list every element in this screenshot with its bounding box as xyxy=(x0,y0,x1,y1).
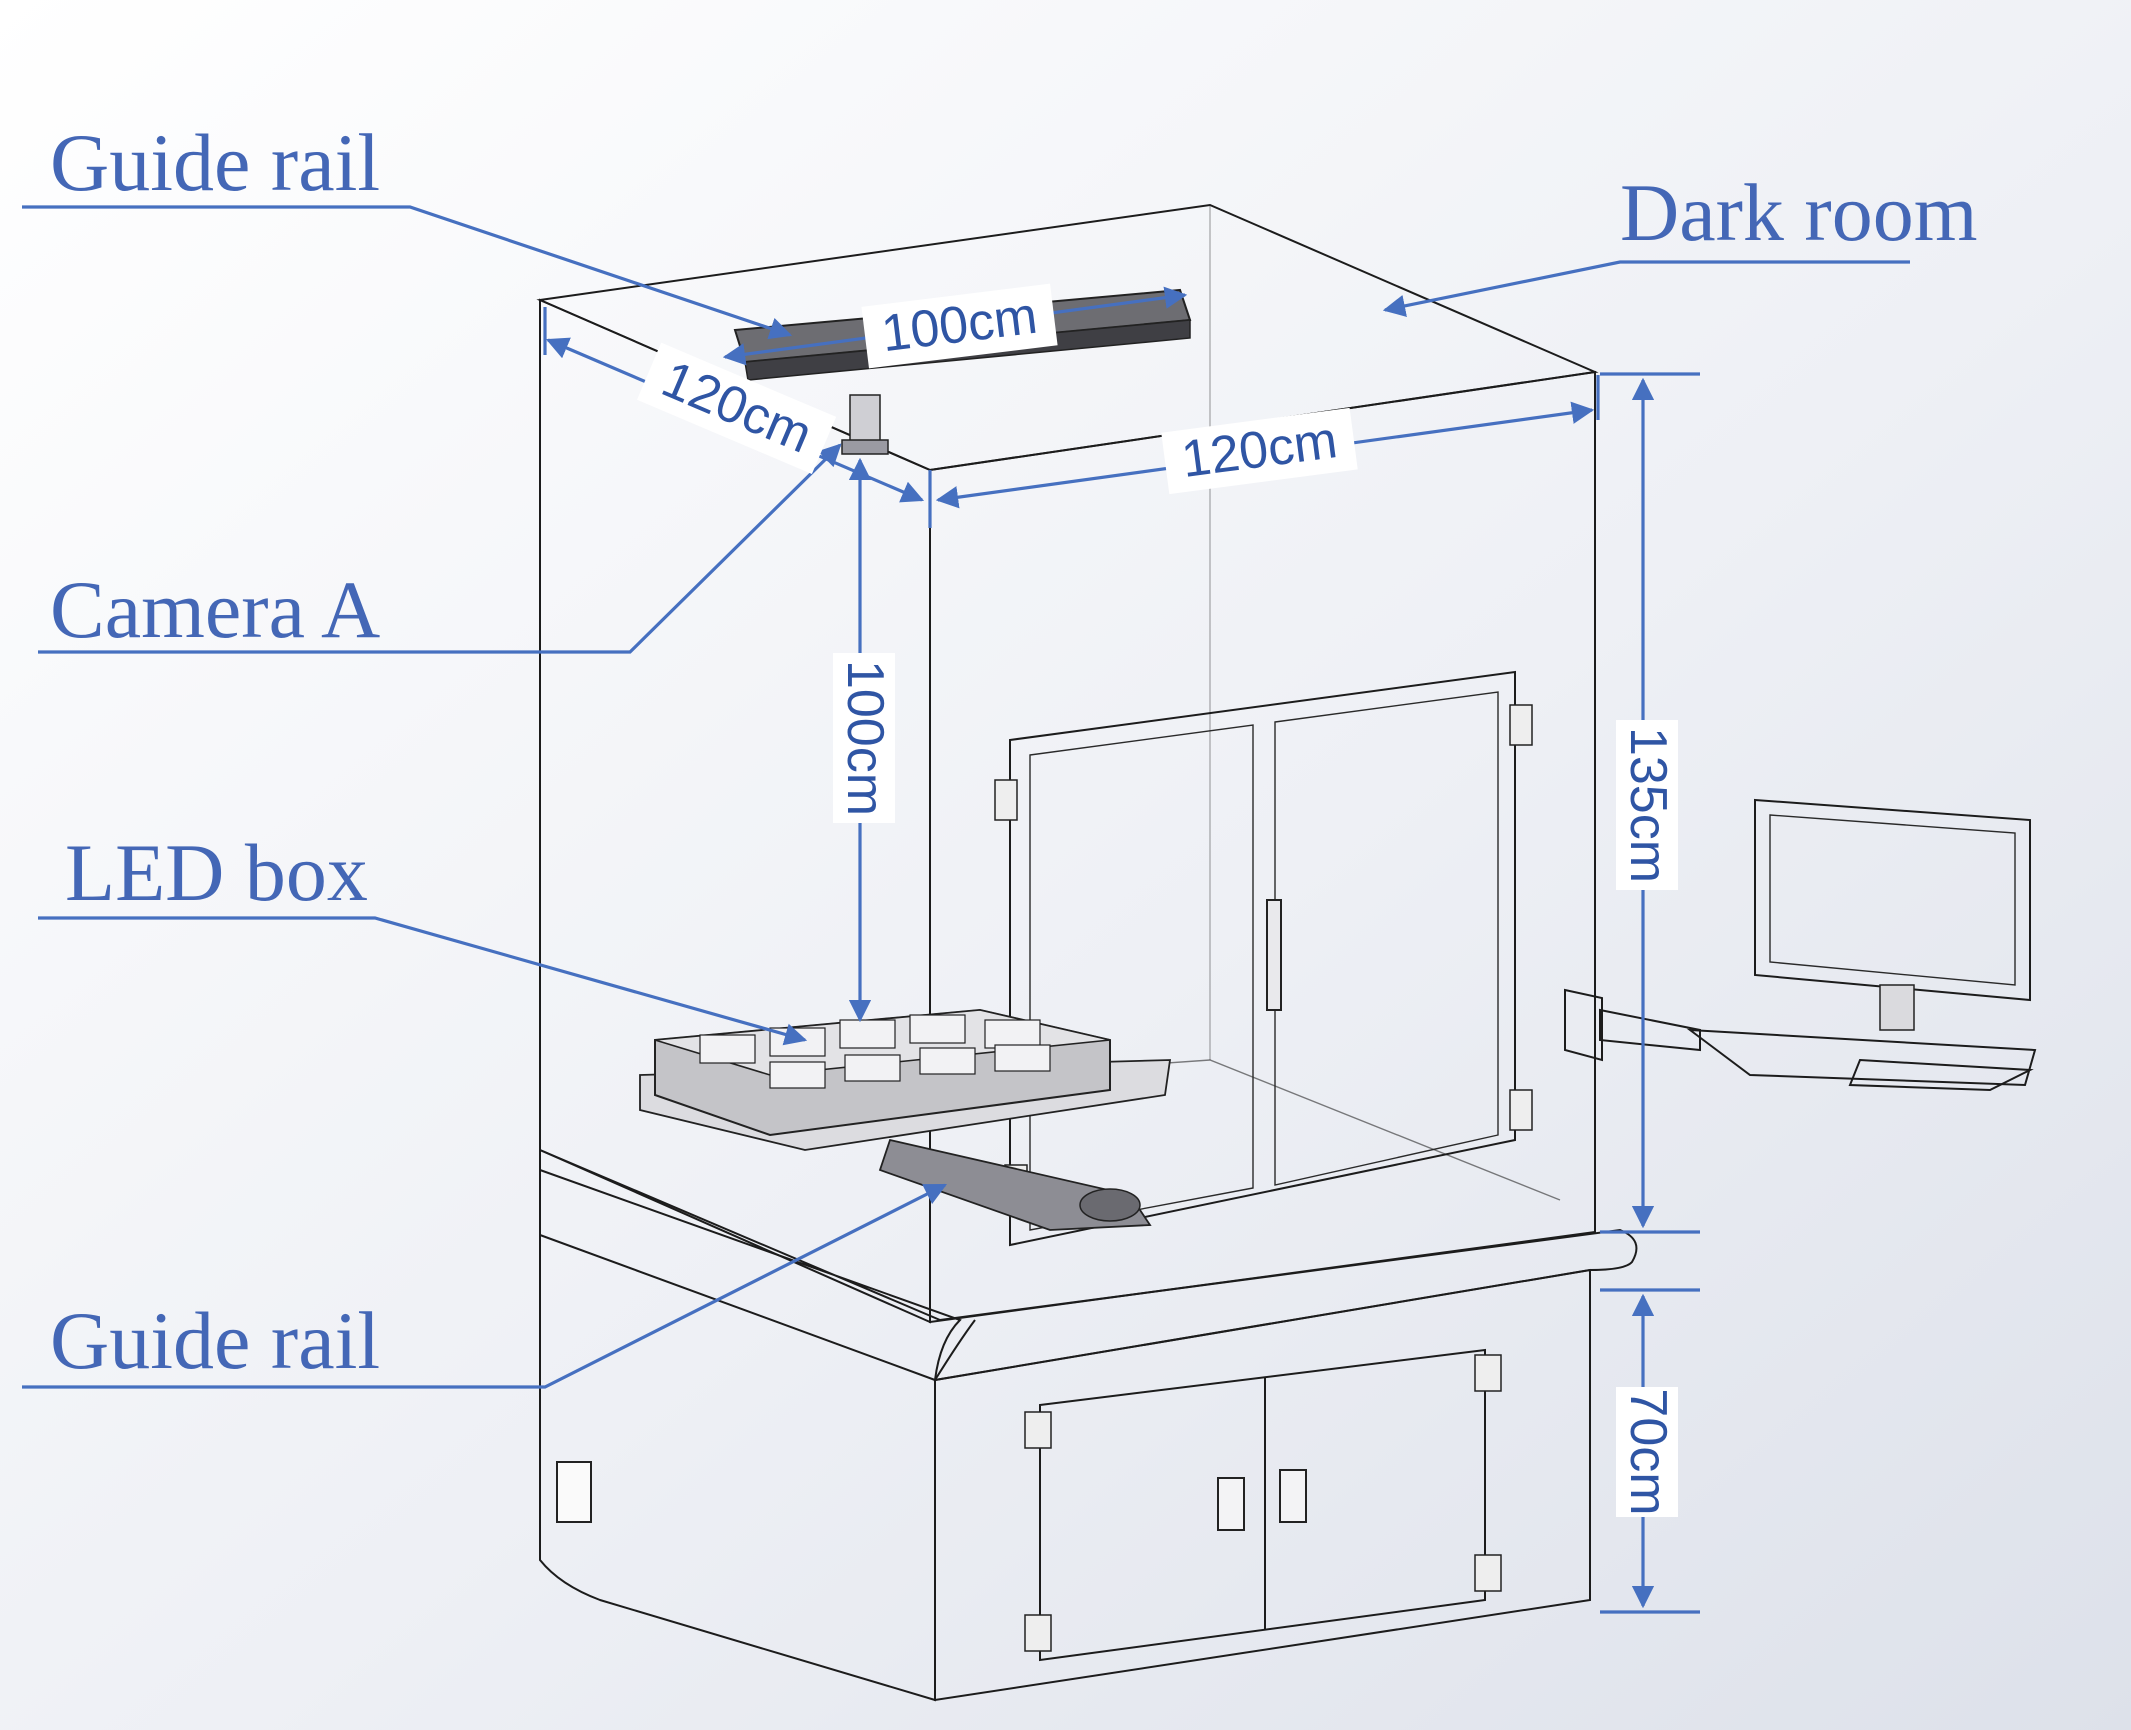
dim-chamber-height-label: 135cm xyxy=(1619,727,1677,883)
label-guide-rail-top: Guide rail xyxy=(50,117,380,208)
dim-camera-height: 100cm xyxy=(833,457,895,1023)
door-handle-icon xyxy=(1266,899,1282,1011)
camera-a-callout: Camera A xyxy=(38,443,842,655)
guide-rail-top-callout: Guide rail xyxy=(22,117,793,340)
led-box xyxy=(639,1008,1172,1231)
monitor xyxy=(1564,798,2037,1092)
dim-camera-height-label: 100cm xyxy=(836,660,894,816)
dark-room-callout: Dark room xyxy=(1382,167,1978,317)
dim-chamber-height: 135cm xyxy=(1600,372,1700,1234)
countertop xyxy=(539,1148,1638,1382)
dim-cabinet-height-label: 70cm xyxy=(1619,1388,1677,1515)
label-guide-rail-bottom: Guide rail xyxy=(50,1295,380,1386)
dim-cabinet-height: 70cm xyxy=(1600,1288,1700,1614)
guide-rail-bottom-callout: Guide rail xyxy=(22,1183,947,1389)
led-box-callout: LED box xyxy=(38,827,808,1046)
label-led-box: LED box xyxy=(65,827,368,918)
label-dark-room: Dark room xyxy=(1620,167,1978,258)
cabinet-doors xyxy=(556,1348,1502,1662)
label-camera-a: Camera A xyxy=(50,564,380,655)
